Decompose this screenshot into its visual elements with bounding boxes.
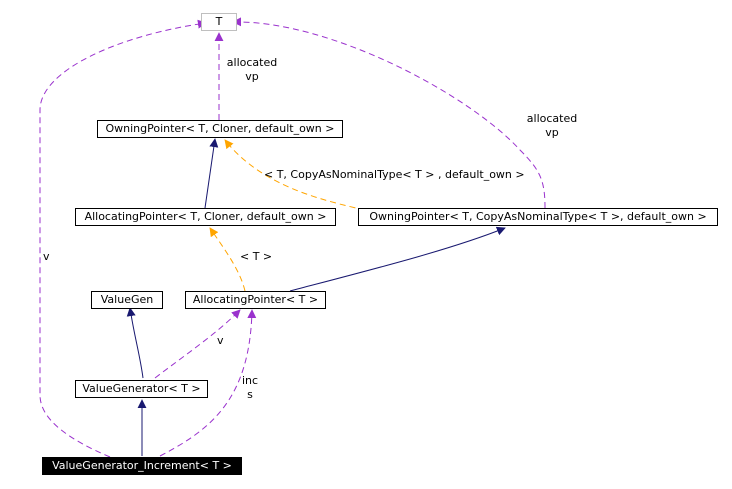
edge-allocating-t-template [209, 227, 246, 292]
node-allocating-pointer-t[interactable]: AllocatingPointer< T > [185, 291, 326, 309]
edge-label-template-t: < T > [240, 250, 273, 263]
edge-label-template-nominal: < T, CopyAsNominalType< T > , default_ow… [264, 168, 525, 181]
edge-label-allocated-right: allocated vp [522, 112, 582, 140]
edge-label-allocated-right-line1: allocated [526, 112, 578, 125]
edge-allocating-t-to-owning-nominal [289, 226, 506, 292]
edge-label-allocated-left: allocated vp [222, 56, 282, 84]
edge-label-v-left: v [43, 250, 50, 263]
node-valuegen[interactable]: ValueGen [91, 291, 163, 309]
edge-increment-to-allocating-t [159, 309, 257, 457]
edge-label-allocated-left-line1: allocated [226, 56, 278, 69]
node-value-generator-increment[interactable]: ValueGenerator_Increment< T > [42, 457, 242, 475]
node-t[interactable]: T [201, 13, 237, 31]
node-owning-pointer-cloner[interactable]: OwningPointer< T, Cloner, default_own > [97, 120, 343, 138]
edge-owning-nominal-to-t [232, 17, 546, 209]
edge-valuegenerator-to-valuegen [126, 307, 144, 379]
edge-label-inc: inc [241, 374, 259, 387]
node-owning-pointer-nominal[interactable]: OwningPointer< T, CopyAsNominalType< T >… [358, 208, 718, 226]
edge-allocating-cloner-to-owning-cloner [204, 138, 219, 209]
node-allocating-pointer-cloner[interactable]: AllocatingPointer< T, Cloner, default_ow… [75, 208, 336, 226]
edge-label-allocated-left-line2: vp [245, 70, 259, 83]
node-value-generator[interactable]: ValueGenerator< T > [75, 380, 208, 398]
edge-label-v-mid: v [217, 334, 224, 347]
edge-valuegenerator-to-allocating-t [154, 309, 241, 379]
edge-increment-to-t-v [39, 19, 207, 458]
edge-label-allocated-right-line2: vp [545, 126, 559, 139]
edge-label-s: s [247, 388, 253, 401]
edge-owning-nominal-template [224, 139, 366, 211]
edge-label-inc-s: inc s [233, 374, 267, 402]
